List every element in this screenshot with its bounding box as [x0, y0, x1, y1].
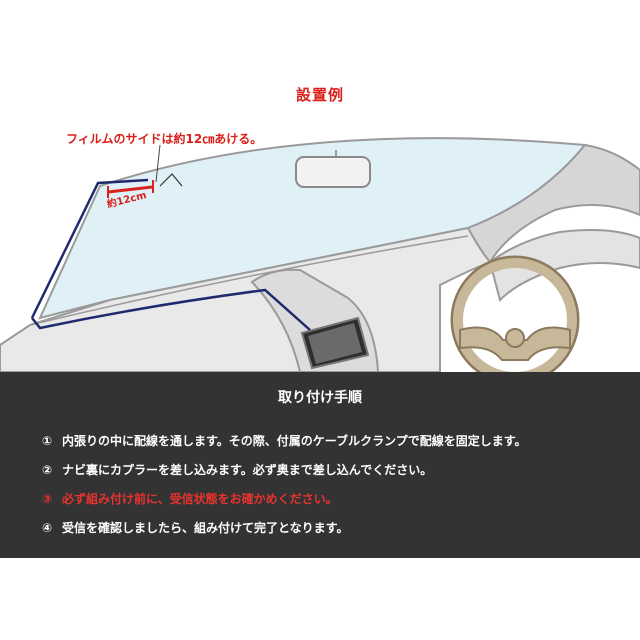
measure-bar — [107, 185, 153, 194]
car-interior-illustration — [0, 137, 640, 372]
procedure-step-1: ① 内張りの中に配線を通します。その際、付属のケーブルクランプで配線を固定します。 — [42, 432, 527, 461]
step-number: ④ — [42, 521, 53, 535]
note-leader — [155, 144, 161, 183]
step-number: ② — [42, 463, 53, 477]
dash-top-edge — [29, 235, 469, 326]
steering-wheel-rim-fill — [453, 258, 577, 372]
step-text: ナビ裏にカプラーを差し込みます。必ず奥まで差し込んでください。 — [62, 463, 433, 477]
example-title: 設置例 — [295, 86, 344, 104]
procedure-step-4: ④ 受信を確認しましたら、組み付けて完了となります。 — [42, 519, 527, 548]
procedure-step-3: ③ 必ず組み付け前に、受信状態をお確かめください。 — [42, 490, 527, 519]
steering-wheel-hub — [505, 328, 525, 348]
procedure-title: 取り付け手順 — [278, 390, 362, 406]
procedure-panel: 取り付け手順 ① 内張りの中に配線を通します。その際、付属のケーブルクランプで配線… — [0, 372, 640, 558]
navi-screen — [308, 323, 362, 364]
procedure-steps: ① 内張りの中に配線を通します。その際、付属のケーブルクランプで配線を固定します。… — [42, 432, 527, 548]
roof-pillar — [466, 143, 640, 264]
measure-pointer — [159, 173, 183, 187]
step-number: ③ — [42, 492, 53, 506]
antenna-film-line — [30, 178, 149, 319]
step-number: ① — [42, 434, 53, 448]
procedure-step-2: ② ナビ裏にカプラーを差し込みます。必ず奥まで差し込んでください。 — [42, 461, 527, 490]
footer-blank — [0, 558, 640, 640]
step-text: 受信を確認しましたら、組み付けて完了となります。 — [62, 521, 349, 535]
cable-route — [31, 288, 311, 331]
step-text: 内張りの中に配線を通します。その際、付属のケーブルクランプで配線を固定します。 — [62, 434, 527, 448]
a-pillar-right — [488, 229, 640, 302]
step-text: 必ず組み付け前に、受信状態をお確かめください。 — [62, 492, 338, 506]
rearview-mirror — [295, 156, 371, 188]
film-note: フィルムのサイドは約12㎝あける。 — [66, 132, 263, 146]
